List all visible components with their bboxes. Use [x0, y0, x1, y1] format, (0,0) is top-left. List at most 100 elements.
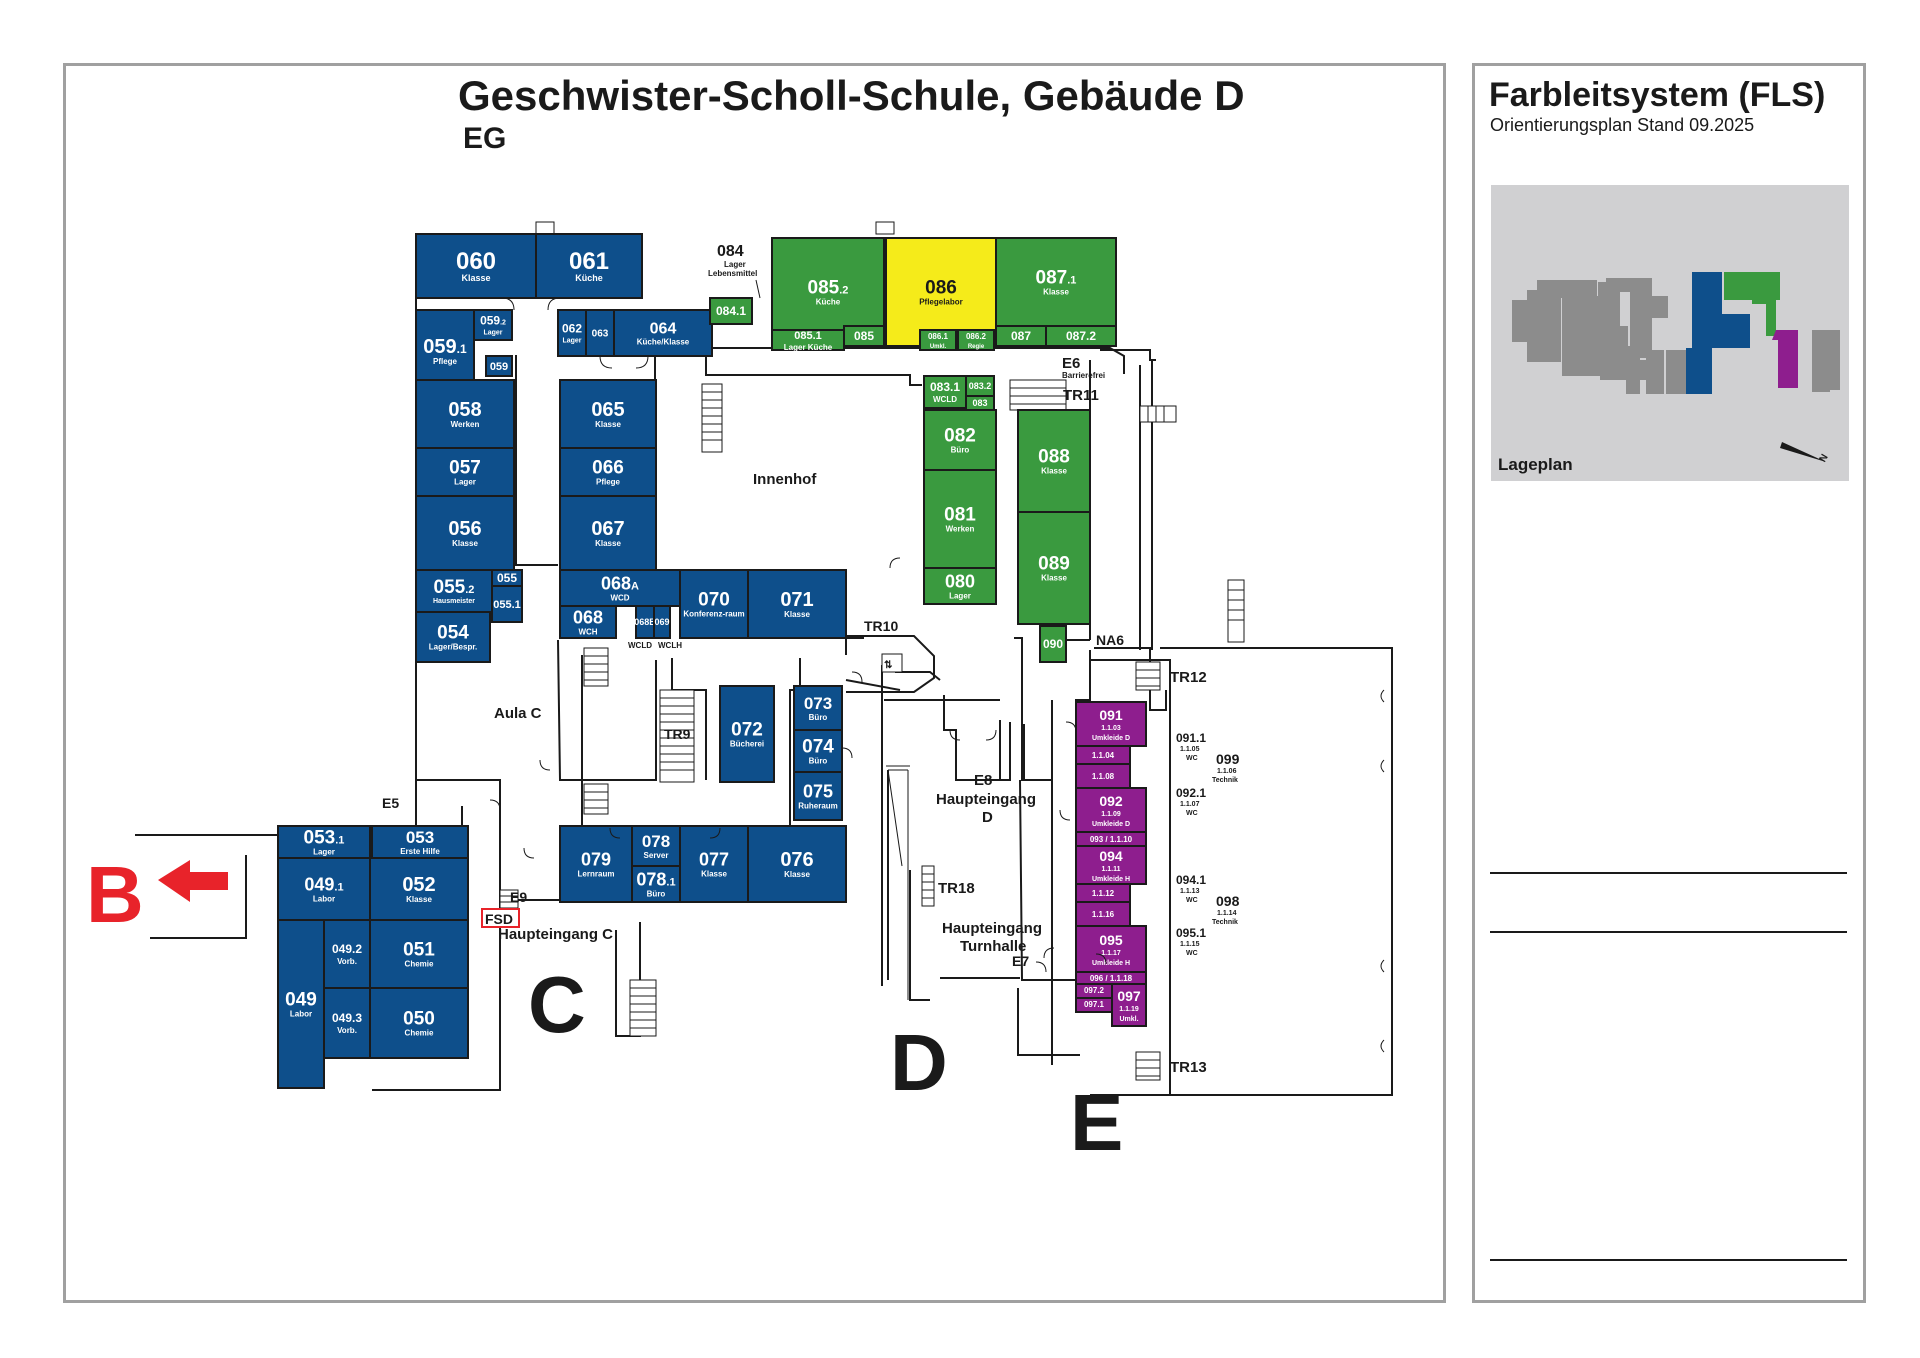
room-fill	[535, 233, 643, 299]
stair-top	[535, 221, 895, 235]
room-fill	[747, 569, 847, 639]
room-fill	[415, 379, 515, 449]
room-098-sub: 1.1.14	[1217, 910, 1237, 917]
room-fill	[485, 355, 513, 377]
room-091-1-name: WC	[1186, 755, 1198, 762]
room-number: 085.1	[794, 330, 822, 342]
wclh-label: WCLH	[658, 641, 682, 650]
innenhof-label: Innenhof	[753, 471, 817, 488]
room-fill	[843, 325, 885, 347]
north-arrow-icon: N	[1780, 442, 1831, 464]
room-number: 063	[592, 329, 609, 340]
legend-subtitle: Orientierungsplan Stand 09.2025	[1490, 115, 1755, 135]
room-063: 063	[585, 309, 615, 357]
room-name: Büro	[809, 757, 828, 766]
site-plan-purple-zone	[1772, 330, 1798, 388]
room-name: Küche	[816, 298, 841, 307]
room-number: 068A	[601, 573, 639, 593]
room-number: 081	[944, 505, 976, 526]
room-name: Hausmeister	[433, 598, 475, 605]
room-name: Umkleide H	[1092, 876, 1130, 883]
signature-line-2	[1490, 931, 1847, 933]
room-090: 090	[1039, 625, 1067, 663]
aula-label: Aula C	[494, 705, 542, 722]
room-number: 050	[403, 1009, 435, 1030]
room-fill	[369, 857, 469, 921]
room-094-1-sub: 1.1.13	[1180, 888, 1200, 895]
na6-label: NA6	[1096, 632, 1124, 648]
room-name: Klasse	[595, 539, 621, 548]
room-number: 079	[581, 849, 611, 869]
room-084-number: 084	[717, 243, 744, 260]
room-fill	[679, 569, 749, 639]
room-number: 097.2	[1084, 986, 1105, 995]
room-fill	[923, 375, 967, 409]
site-plan-blue-zone	[1686, 272, 1750, 394]
room-fill	[1075, 925, 1147, 973]
page-title: Geschwister-Scholl-Schule, Gebäude D	[458, 72, 1245, 119]
room-092-1-number: 092.1	[1176, 786, 1206, 800]
room-number: 086	[925, 278, 957, 299]
room-number: 096 / 1.1.18	[1090, 974, 1133, 983]
svg-text:N: N	[1818, 452, 1831, 464]
e8-label: E8	[974, 772, 992, 789]
room-number: 055.2	[434, 577, 475, 598]
site-plan-label: Lageplan	[1498, 455, 1573, 474]
building-d-label: D	[890, 1018, 948, 1107]
building-e-label: E	[1070, 1078, 1123, 1167]
room-fill	[559, 379, 657, 449]
legend-frame	[1472, 63, 1866, 1303]
room-number: 088	[1038, 447, 1070, 468]
room-number: 076	[780, 849, 813, 871]
room-fill	[1039, 625, 1067, 663]
room-name: Pflegelabor	[919, 298, 963, 307]
room-fill	[1017, 511, 1091, 625]
rooms-layer: 060Klasse061Küche059.1Pflege059.2Lager05…	[277, 233, 1147, 1089]
room-number: 080	[945, 571, 975, 591]
room-093-1-1-10: 093 / 1.1.10	[1075, 831, 1147, 847]
room-fill	[613, 309, 713, 357]
site-plan-map: Lageplan N	[1491, 185, 1849, 481]
room-number: 086.2	[966, 332, 987, 341]
room-name: Umkl.	[930, 344, 947, 350]
room-subnumber: 1.1.11	[1101, 866, 1120, 873]
room-fill	[1075, 787, 1147, 833]
room-name: Labor	[313, 894, 335, 903]
room-fill	[923, 567, 997, 605]
room-099-sub: 1.1.06	[1217, 768, 1237, 775]
room-number: 1.1.16	[1092, 910, 1115, 919]
room-number: 1.1.04	[1092, 751, 1115, 760]
elevator-icon: ⇅	[881, 653, 903, 673]
room-number: 065	[591, 399, 624, 421]
signature-line-3	[1490, 1259, 1847, 1261]
room-095-1-number: 095.1	[1176, 926, 1206, 940]
e5-label: E5	[382, 795, 399, 811]
room-number: 097.1	[1084, 1000, 1105, 1009]
room-name: Regie	[968, 344, 985, 350]
room-name: Chemie	[405, 960, 434, 969]
signature-line-1	[1490, 872, 1847, 874]
room-number: 061	[569, 248, 609, 275]
building-c-label: C	[528, 960, 586, 1049]
room-name: Pflege	[433, 357, 458, 366]
stair-e6	[1139, 405, 1177, 423]
room-fill	[1075, 901, 1131, 927]
stair-north-e	[1227, 579, 1245, 643]
room-number: 074	[802, 737, 834, 758]
